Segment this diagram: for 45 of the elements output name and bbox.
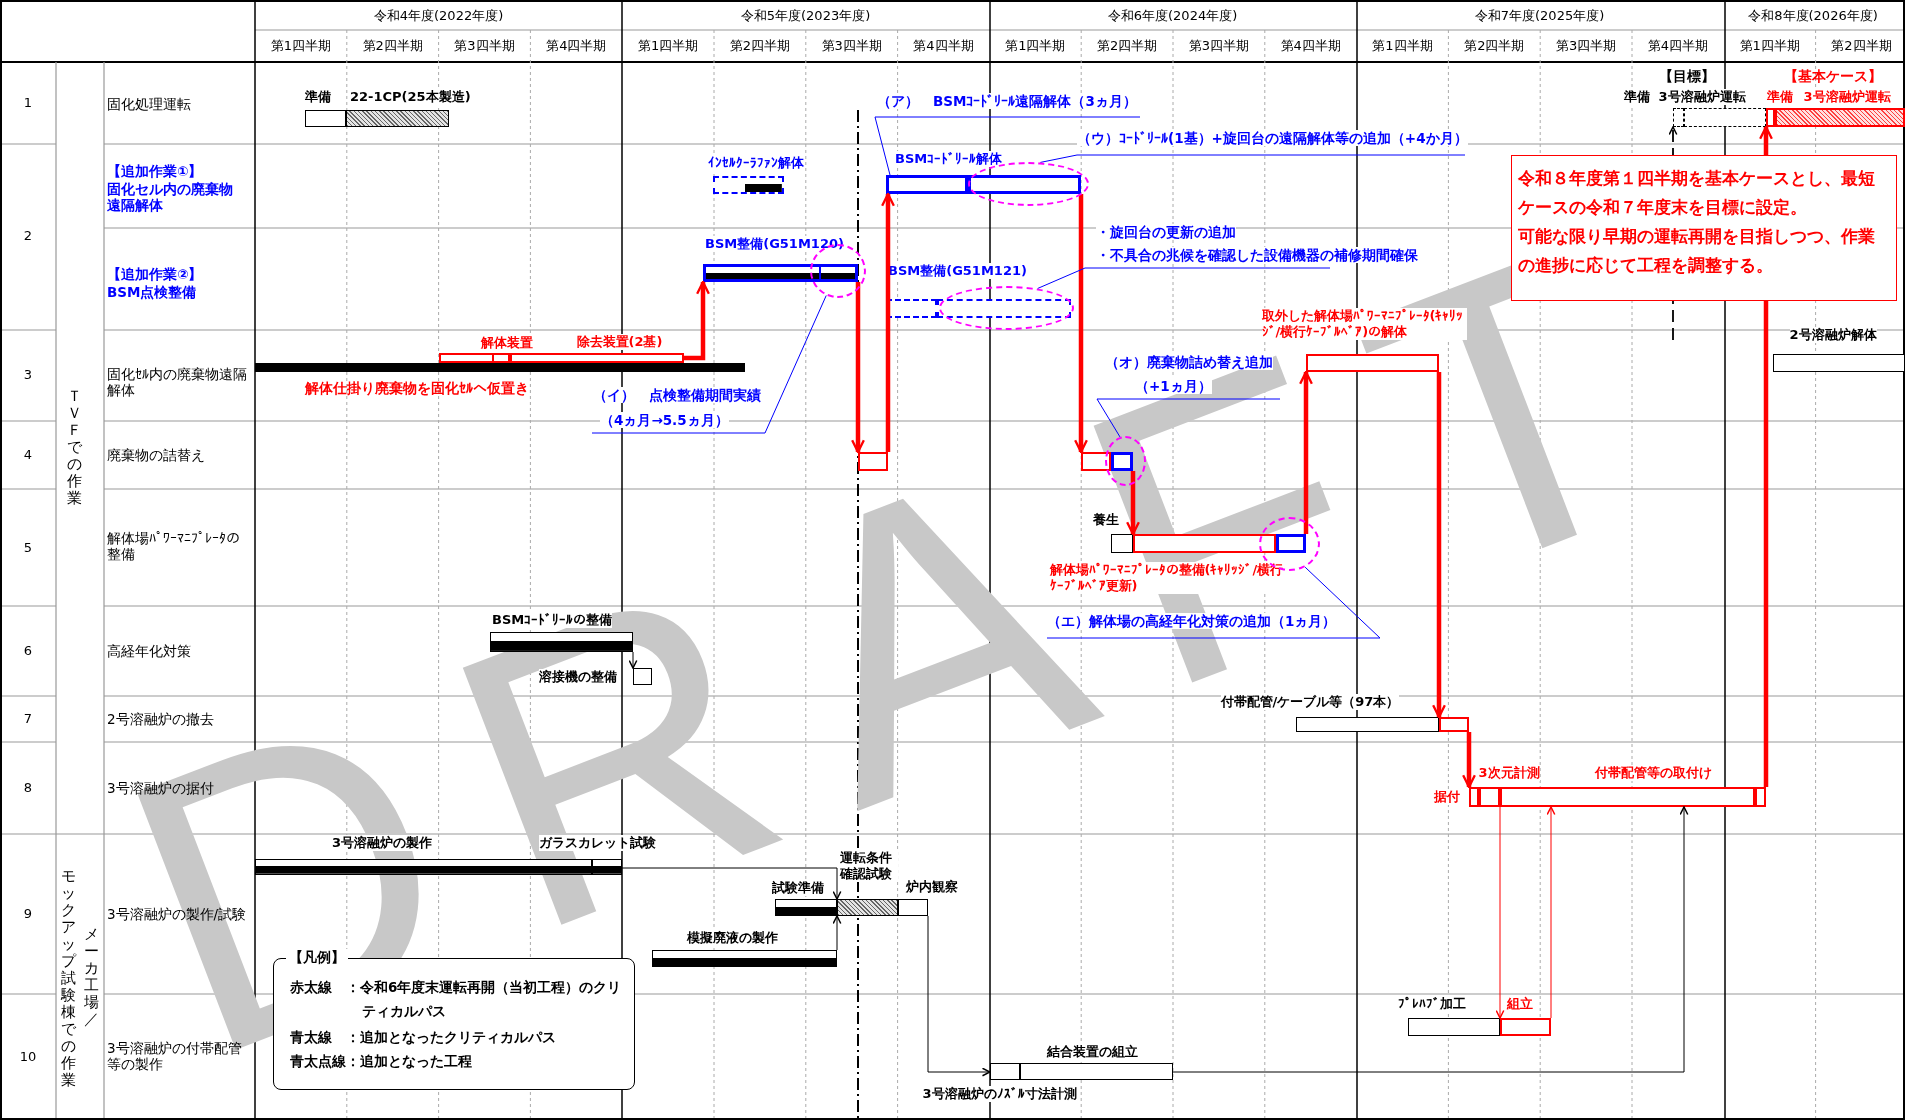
row-number: 1	[22, 95, 34, 111]
year-header: 令和5年度(2023年度)	[739, 8, 872, 24]
quarter-header: 第2四半期	[1463, 38, 1526, 54]
year-header: 令和7年度(2025年度)	[1473, 8, 1606, 24]
quarter-header: 第2四半期	[1095, 38, 1159, 54]
case-tag: 【基本ケース】	[1784, 68, 1882, 84]
row-number: 2	[22, 228, 34, 244]
bar-label: 2号溶融炉解体	[1789, 326, 1877, 343]
bar-label: 準備	[304, 88, 331, 105]
row-number: 6	[22, 643, 34, 659]
year-header: 令和4年度(2022年度)	[372, 8, 505, 24]
task-name: 固化処理運転	[107, 96, 191, 112]
case-tag: 【目標】	[1659, 68, 1715, 84]
bar-label: 22-1CP(25本製造)	[350, 89, 471, 105]
category-label: モックアップ試験棟での作業	[60, 868, 77, 1089]
year-header: 令和8年度(2026年度)	[1747, 8, 1879, 24]
quarter-header: 第1四半期	[1371, 38, 1434, 54]
row-number: 10	[18, 1049, 38, 1065]
bar-label: 3号溶融炉運転	[1803, 88, 1891, 105]
quarter-header: 第1四半期	[1738, 38, 1801, 54]
year-header: 令和6年度(2024年度)	[1106, 8, 1239, 24]
quarter-header: 第3四半期	[453, 38, 516, 54]
quarter-header: 第1四半期	[269, 38, 333, 54]
quarter-header: 第4四半期	[912, 38, 975, 54]
row-number: 7	[22, 711, 34, 727]
row-number: 5	[22, 540, 34, 556]
quarter-header: 第4四半期	[1646, 38, 1710, 54]
row-number: 9	[22, 906, 34, 922]
quarter-header: 第2四半期	[728, 38, 792, 54]
bar-label: 準備	[1766, 88, 1793, 105]
quarter-header: 第1四半期	[636, 38, 700, 54]
quarter-header: 第3四半期	[820, 38, 883, 54]
row-number: 4	[22, 447, 34, 463]
bar-label: 準備	[1623, 88, 1650, 105]
row-number: 8	[22, 780, 34, 796]
quarter-header: 第2四半期	[361, 38, 424, 54]
row-number: 3	[22, 367, 34, 383]
quarter-header: 第1四半期	[1004, 38, 1067, 54]
quarter-header: 第4四半期	[545, 38, 608, 54]
bar-label: 3号溶融炉運転	[1658, 88, 1746, 105]
quarter-header: 第3四半期	[1187, 38, 1251, 54]
quarter-header: 第4四半期	[1279, 38, 1342, 54]
arrow	[1759, 125, 1773, 787]
quarter-header: 第3四半期	[1554, 38, 1618, 54]
quarter-header: 第2四半期	[1830, 38, 1893, 54]
